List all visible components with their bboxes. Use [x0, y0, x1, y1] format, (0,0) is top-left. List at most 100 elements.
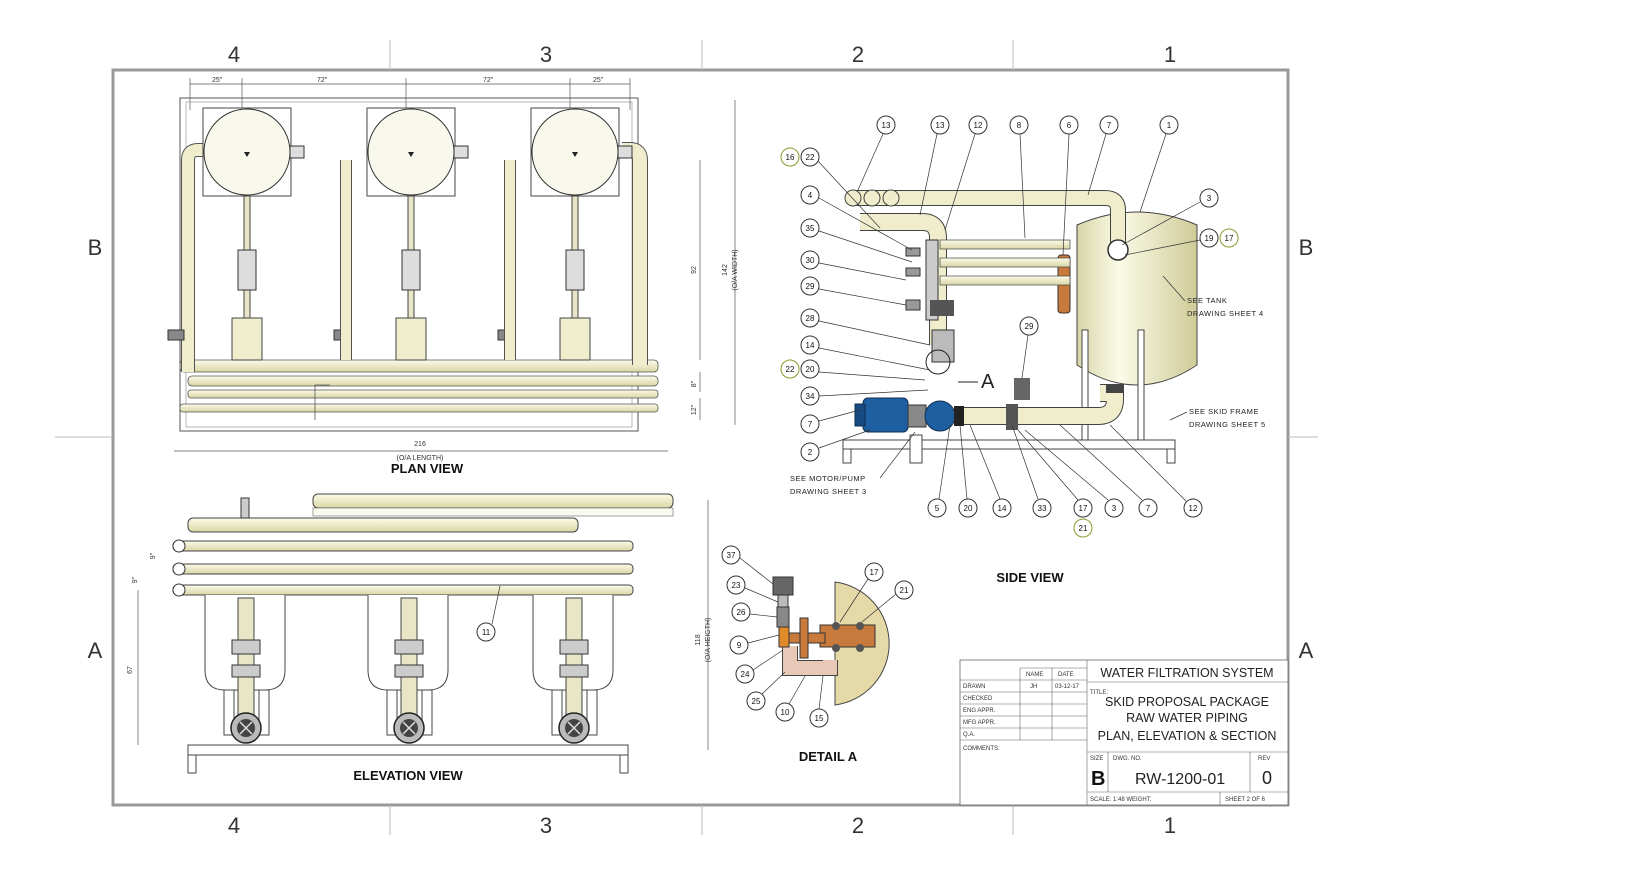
svg-text:12: 12 — [1189, 504, 1198, 513]
side-balloons-top: 13 13 12 8 6 7 1 — [857, 115, 1179, 256]
balloon-10: 10 — [775, 675, 806, 722]
tb-row-mfg: MFG APPR. — [963, 720, 996, 726]
balloon-8: 8 — [1009, 115, 1029, 239]
zone-bottom-4: 4 — [228, 813, 240, 838]
side-balloons-bottom: 5 20 14 33 17 3 7 12 21 — [927, 424, 1203, 538]
balloon-20-bottom: 20 — [958, 424, 978, 518]
balloon-30: 30 — [800, 250, 907, 281]
zone-bottom-3: 3 — [540, 813, 552, 838]
svg-text:20: 20 — [964, 504, 973, 513]
balloon-21-detail: 21 — [861, 580, 914, 623]
svg-text:SEE TANK: SEE TANK — [1187, 296, 1227, 305]
balloon-2: 2 — [800, 429, 871, 462]
svg-text:29: 29 — [1025, 322, 1034, 331]
svg-text:16: 16 — [786, 153, 795, 162]
dim-width-note: (O/A WIDTH) — [732, 249, 739, 290]
svg-text:15: 15 — [815, 714, 824, 723]
zone-top-4: 4 — [228, 42, 240, 67]
balloon-22-green: 22 — [780, 359, 800, 379]
svg-text:3: 3 — [1207, 194, 1212, 203]
side-view-title: SIDE VIEW — [996, 570, 1064, 585]
plan-view: 25" 72" 72" 25" — [167, 77, 739, 476]
svg-text:21: 21 — [1079, 524, 1088, 533]
tb-size-label: SIZE — [1090, 756, 1103, 762]
side-tank — [1057, 211, 1198, 441]
balloon-17-detail: 17 — [839, 562, 884, 623]
svg-text:7: 7 — [808, 420, 813, 429]
balloon-1: 1 — [1139, 115, 1179, 213]
tb-row-drawn: DRAWN — [963, 684, 985, 690]
svg-text:20: 20 — [806, 365, 815, 374]
balloon-26: 26 — [731, 602, 778, 622]
tb-rev: 0 — [1262, 768, 1272, 788]
tb-dwg-label: DWG. NO. — [1113, 756, 1142, 762]
svg-text:23: 23 — [732, 581, 741, 590]
dim-25-right: 25" — [593, 77, 604, 84]
dim-9-b: 9" — [132, 576, 139, 583]
dim-72-a: 72" — [317, 77, 328, 84]
svg-text:35: 35 — [806, 224, 815, 233]
svg-text:24: 24 — [741, 670, 750, 679]
dim-length: 216 — [414, 441, 426, 448]
dim-72-b: 72" — [483, 77, 494, 84]
tb-drawn-name: JH — [1030, 684, 1037, 690]
svg-text:22: 22 — [786, 365, 795, 374]
zone-top-1: 1 — [1164, 42, 1176, 67]
zone-top-3: 3 — [540, 42, 552, 67]
side-motor-pump — [854, 397, 964, 433]
elevation-view: 67 9" 9" 118 (O/A HEIGTH) 11 ELEVATION V… — [127, 493, 712, 783]
balloon-3-right: 3 — [1121, 188, 1219, 246]
balloon-9: 9 — [729, 634, 780, 655]
svg-text:17: 17 — [870, 568, 879, 577]
svg-text:33: 33 — [1038, 504, 1047, 513]
svg-text:10: 10 — [781, 708, 790, 717]
plan-filter-2 — [333, 107, 469, 361]
plan-view-title: PLAN VIEW — [391, 461, 464, 476]
tb-row-comments: COMMENTS: — [963, 746, 1000, 752]
balloon-35: 35 — [800, 218, 913, 263]
plan-filter-3 — [497, 107, 633, 361]
balloon-11: 11 — [482, 628, 491, 637]
svg-text:37: 37 — [727, 551, 736, 560]
tb-company: WATER FILTRATION SYSTEM — [1100, 666, 1273, 680]
balloon-7-top: 7 — [1087, 115, 1119, 196]
balloon-16: 16 — [780, 147, 800, 167]
sheet-border — [55, 40, 1318, 835]
svg-text:14: 14 — [806, 341, 815, 350]
plan-filter-1 — [167, 107, 305, 361]
tb-row-eng: ENG APPR. — [963, 708, 996, 714]
balloon-6: 6 — [1059, 115, 1079, 256]
svg-text:1: 1 — [1167, 121, 1172, 130]
section-marker: A — [981, 371, 995, 393]
balloon-24: 24 — [735, 649, 784, 684]
svg-text:28: 28 — [806, 314, 815, 323]
zone-top-2: 2 — [852, 42, 864, 67]
balloon-20-left: 20 — [800, 359, 926, 381]
balloon-23: 23 — [726, 575, 779, 603]
tb-title-line-1: SKID PROPOSAL PACKAGE — [1105, 695, 1269, 709]
balloon-17-green: 17 — [1219, 228, 1239, 248]
elev-filter-3 — [532, 595, 614, 744]
title-block: NAME DATE DRAWN JH 03-12-17 CHECKED ENG … — [959, 659, 1289, 806]
balloon-12: 12 — [944, 115, 988, 231]
svg-text:25: 25 — [752, 697, 761, 706]
svg-text:SEE SKID FRAME: SEE SKID FRAME — [1189, 407, 1259, 416]
svg-text:5: 5 — [935, 504, 940, 513]
svg-text:13: 13 — [936, 121, 945, 130]
zone-bottom-1: 1 — [1164, 813, 1176, 838]
balloon-17-bottom: 17 — [1017, 429, 1093, 518]
balloon-14-left: 14 — [800, 335, 931, 371]
side-balloons-left: 16 22 4 35 30 29 28 14 22 20 34 7 2 — [780, 147, 931, 462]
side-view: A 13 13 12 8 6 7 1 16 22 4 35 30 29 28 1… — [780, 115, 1265, 585]
dim-9-a: 9" — [150, 552, 157, 559]
tank-note: SEE TANK DRAWING SHEET 4 — [1162, 275, 1263, 318]
balloon-3-bottom: 3 — [1024, 429, 1124, 518]
svg-text:6: 6 — [1067, 121, 1072, 130]
balloon-12-bottom: 12 — [1109, 424, 1203, 518]
svg-text:29: 29 — [806, 282, 815, 291]
tb-scale: SCALE: 1:48 WEIGHT: — [1090, 797, 1152, 803]
tb-size: B — [1091, 768, 1105, 790]
dim-25-left: 25" — [212, 77, 223, 84]
